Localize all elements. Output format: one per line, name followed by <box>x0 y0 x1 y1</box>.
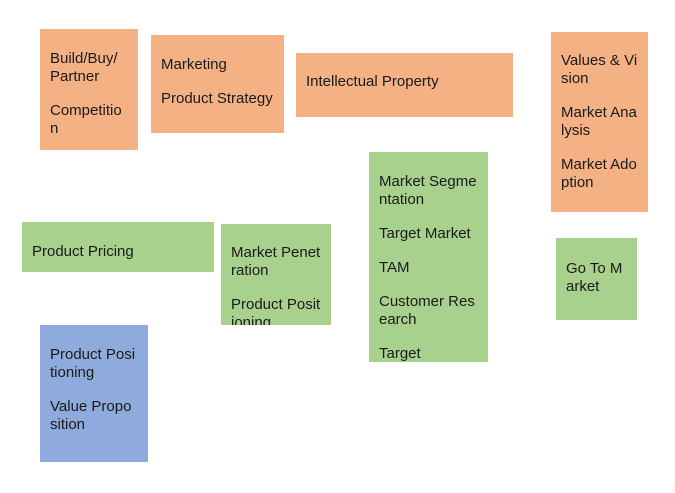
sticky-note-values-vision[interactable]: Values & Vision Market Analysis Market A… <box>551 32 648 212</box>
sticky-note-product-positioning[interactable]: Product Positioning Value Proposition <box>40 325 148 462</box>
note-text: Market Adoption <box>561 156 637 191</box>
note-text: Competition <box>50 102 122 137</box>
note-text: Target <box>379 345 421 362</box>
note-text: Value Proposition <box>50 398 132 433</box>
note-text: Product Pricing <box>32 243 134 260</box>
note-text: Values & Vision <box>561 52 638 87</box>
note-text: Intellectual Property <box>306 73 439 90</box>
sticky-note-market-segmentation[interactable]: Market Segmentation Target Market TAM Cu… <box>369 152 488 362</box>
sticky-note-build-buy-partner[interactable]: Build/Buy/ Partner Competition <box>40 29 138 150</box>
note-text: Product Positioning <box>231 296 321 325</box>
note-text: TAM <box>379 259 410 276</box>
sticky-note-product-pricing[interactable]: Product Pricing <box>22 222 214 272</box>
note-text: Marketing <box>161 56 227 73</box>
note-text: Product Positioning <box>50 346 136 381</box>
note-text: Market Segmentation <box>379 173 477 208</box>
sticky-note-go-to-market[interactable]: Go To Market <box>556 238 637 320</box>
note-text: Product Strategy <box>161 90 273 107</box>
note-text: Market Penetration <box>231 244 321 279</box>
note-text: Customer Research <box>379 293 475 328</box>
note-text: Go To Market <box>566 260 623 295</box>
note-text: Target Market <box>379 225 471 242</box>
sticky-note-market-penetration[interactable]: Market Penetration Product Positioning <box>221 224 331 325</box>
note-text: Market Analysis <box>561 104 637 139</box>
sticky-note-marketing[interactable]: Marketing Product Strategy <box>151 35 284 133</box>
sticky-note-intellectual-property[interactable]: Intellectual Property <box>296 53 513 117</box>
note-text: Build/Buy/ Partner <box>50 50 118 85</box>
